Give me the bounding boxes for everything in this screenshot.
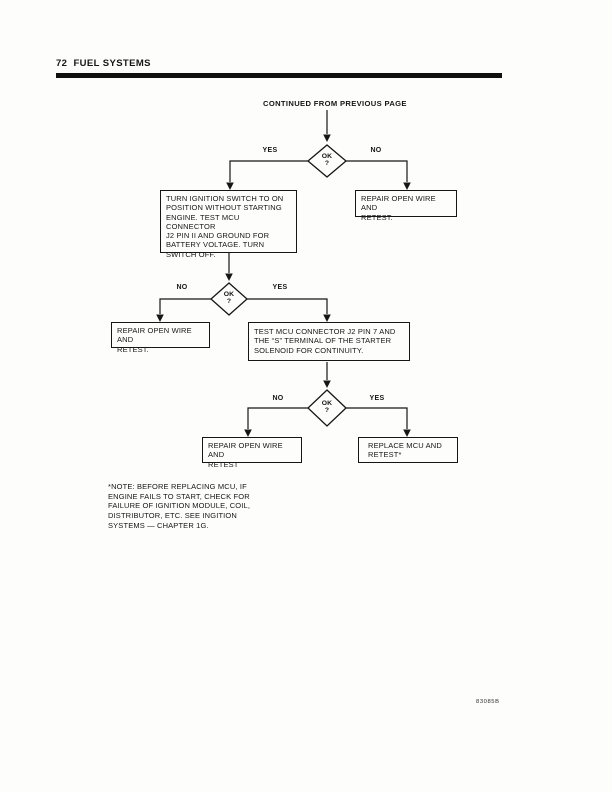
branch-yes-3: YES [369,395,385,402]
connector-no-3 [247,407,308,429]
connector-yes-1 [229,160,308,182]
arrowhead-yes-2 [323,314,331,322]
header-rule [56,73,502,78]
arrowhead-no-3 [244,429,252,437]
connector-yes-3 [346,407,408,429]
doc-number: 83085B [476,699,500,705]
branch-no-3: NO [272,395,284,402]
box-repair-open-wire-2: REPAIR OPEN WIRE AND RETEST. [111,322,210,354]
arrowhead-yes-3 [403,429,411,437]
arrowhead-no-2 [156,314,164,322]
connector-no-2 [159,298,211,314]
branch-yes-2: YES [272,284,288,291]
branch-yes-1: YES [262,147,278,154]
connector-no-1 [346,160,408,182]
arrowhead-d3 [323,380,331,388]
decision-1-label: OK ? [321,153,333,168]
arrowhead-no-1 [403,182,411,190]
decision-2-label: OK ? [223,291,235,306]
box-repair-open-wire-3: REPAIR OPEN WIRE AND RETEST [202,437,302,469]
branch-no-1: NO [370,147,382,154]
decision-diamond-3 [307,389,347,427]
decision-diamond-1 [306,144,348,178]
box-continuity-test: TEST MCU CONNECTOR J2 PIN 7 AND THE “S” … [248,322,410,361]
box-replace-mcu: REPLACE MCU AND RETEST* [358,437,458,463]
decision-3-label: OK ? [321,400,333,415]
decision-diamond-2 [210,282,248,316]
continued-from-label: CONTINUED FROM PREVIOUS PAGE [263,99,407,108]
branch-no-2: NO [176,284,188,291]
arrowhead-entry [323,134,331,142]
arrowhead-yes-1 [226,182,234,190]
connector-yes-2 [247,298,328,314]
box-repair-open-wire-1: REPAIR OPEN WIRE AND RETEST. [355,190,457,222]
box-ignition-switch-test: TURN IGNITION SWITCH TO ON POSITION WITH… [160,190,297,259]
footnote: *NOTE: BEFORE REPLACING MCU, IF ENGINE F… [108,482,251,530]
page-title: 72 FUEL SYSTEMS [56,58,151,69]
arrowhead-d2 [225,273,233,281]
